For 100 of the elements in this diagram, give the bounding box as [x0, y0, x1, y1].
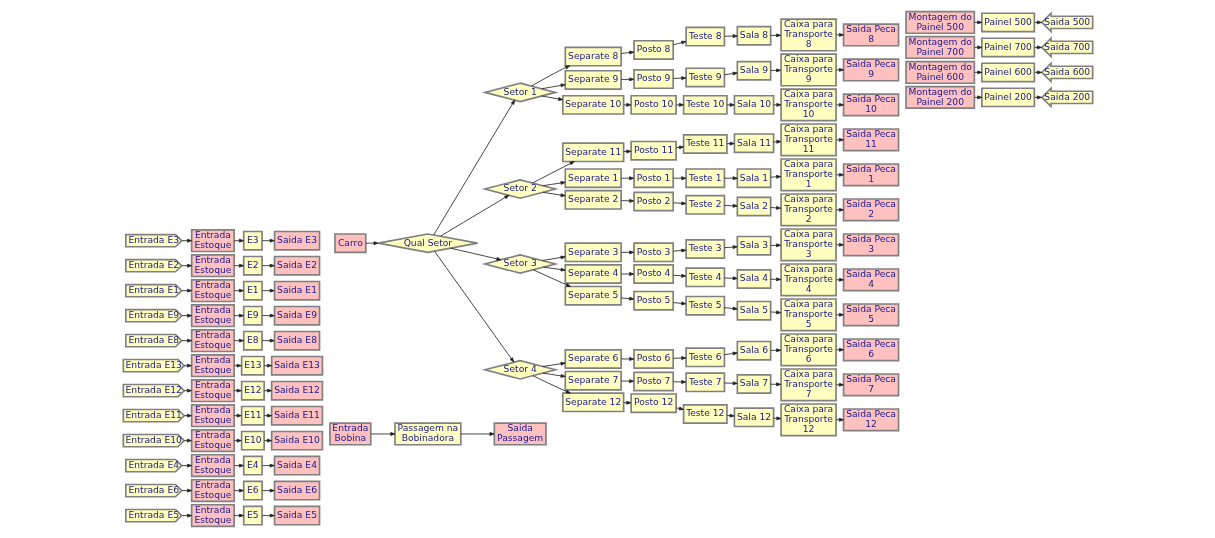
node-box: Saida E6: [273, 480, 320, 501]
arrow: [181, 338, 192, 343]
node-box: E13: [240, 355, 265, 376]
arrow: [233, 238, 244, 243]
node-box: Teste 6: [684, 347, 725, 368]
arrow: [835, 382, 844, 387]
arrow: [772, 139, 781, 144]
arrow: [1033, 95, 1042, 100]
node-box: Teste 2: [684, 194, 725, 215]
node-box: Separate 6: [563, 348, 622, 369]
node-box: Caixa para Transporte 3: [779, 228, 837, 262]
arrow: [622, 400, 631, 405]
node-box: Sala 8: [736, 25, 771, 46]
arrow: [620, 379, 634, 383]
node-box: Entrada Estoque: [190, 478, 235, 503]
node-box: Saida E11: [270, 405, 323, 426]
arrow: [263, 388, 272, 393]
node-box: Teste 9: [684, 67, 725, 88]
node-box: Caixa para Transporte 6: [779, 333, 837, 367]
node-box: Entrada Bobina: [328, 422, 372, 446]
arrow: [835, 138, 844, 142]
arrow: [769, 310, 781, 315]
arrow: [723, 381, 738, 386]
arrow: [261, 513, 275, 518]
arrow: [723, 351, 738, 356]
arrow: [723, 71, 738, 76]
node-box: Caixa para Transporte 7: [779, 368, 837, 402]
arrow: [364, 241, 379, 246]
node-box: Teste 1: [684, 168, 725, 189]
node-box: Montagem do Painel 500: [904, 10, 975, 35]
node-box: Separate 9: [563, 69, 622, 90]
node-box: Saida E10: [270, 430, 323, 451]
node-box: Saida E13: [270, 355, 323, 376]
node-box: Saida Peca 11: [842, 128, 899, 152]
arrow: [723, 245, 738, 249]
node-box: Painel 600: [980, 62, 1035, 83]
arrow: [181, 288, 192, 293]
arrow: [183, 363, 192, 368]
arrow: [261, 288, 275, 293]
arrow: [726, 103, 735, 107]
node-box: Posto 3: [632, 242, 674, 263]
arrow: [530, 65, 570, 87]
arrow: [769, 277, 781, 282]
node-box: Sala 6: [736, 340, 771, 361]
arrow: [620, 250, 634, 255]
node-box: Teste 7: [684, 372, 725, 393]
node-box: Posto 9: [632, 69, 674, 90]
node-box: Posto 1: [632, 168, 674, 189]
arrow: [541, 372, 566, 378]
arrow: [263, 363, 272, 368]
node-box: Posto 2: [632, 191, 674, 212]
arrow: [769, 243, 781, 248]
arrow: [541, 191, 566, 197]
arrow: [672, 248, 686, 253]
arrow: [183, 388, 192, 393]
arrow: [261, 338, 275, 343]
arrow: [181, 488, 192, 493]
node-box: Entrada Estoque: [190, 453, 235, 478]
arrow: [261, 263, 275, 268]
arrow: [772, 416, 781, 421]
arrow: [620, 50, 634, 55]
node-box: Sala 4: [736, 269, 771, 289]
node-box: Teste 3: [684, 239, 725, 259]
arrow: [183, 438, 192, 443]
node-box: Saida Peca 2: [842, 198, 899, 222]
arrow: [532, 269, 571, 287]
arrow: [675, 406, 684, 411]
node-box: E5: [242, 505, 263, 526]
node-box: Entrada Estoque: [190, 254, 235, 278]
arrow: [769, 68, 781, 73]
arrow: [672, 301, 686, 306]
node-box: Saida E5: [273, 505, 320, 526]
node-box: E11: [240, 405, 265, 426]
node-box: Caixa para Transporte 1: [779, 158, 837, 192]
arrow: [233, 513, 244, 518]
node-box: Sala 5: [736, 300, 771, 321]
node-box: Entrada Estoque: [190, 503, 235, 528]
arrow: [233, 413, 242, 418]
node-box: E3: [242, 230, 263, 251]
arrow: [973, 70, 982, 75]
node-box: Saida Peca 4: [842, 268, 899, 292]
arrow: [370, 432, 395, 436]
arrow: [835, 347, 844, 352]
node-box: Saida Passagem: [493, 422, 547, 446]
node-box: E12: [240, 380, 265, 401]
arrow: [540, 83, 566, 90]
node-box: Sala 11: [733, 133, 774, 154]
node-box: Separate 11: [561, 142, 624, 163]
arrow: [233, 363, 242, 368]
node-box: Sala 3: [736, 235, 771, 256]
arrow: [181, 513, 192, 518]
arrow: [723, 276, 738, 281]
arrow: [439, 194, 509, 237]
node-box: Saida E3: [273, 230, 320, 251]
arrow: [1033, 45, 1042, 50]
arrow: [233, 338, 244, 343]
arrow: [233, 288, 244, 293]
node-box: Entrada Estoque: [190, 279, 235, 303]
arrow: [973, 95, 982, 100]
arrow: [622, 103, 631, 107]
